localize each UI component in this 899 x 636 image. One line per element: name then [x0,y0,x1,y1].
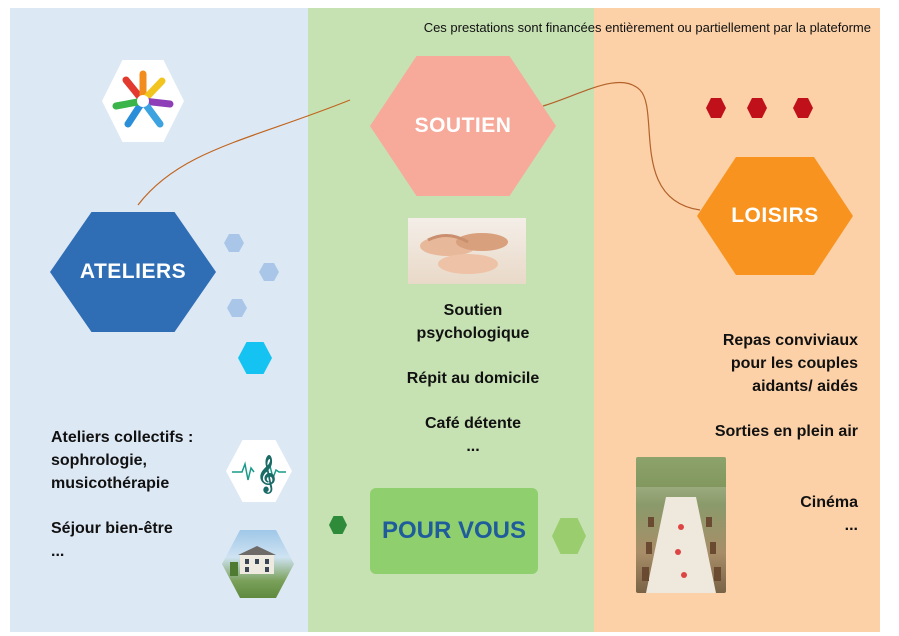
red-dot-2 [747,98,767,118]
ateliers-title: ATELIERS [79,260,187,283]
ateliers-line-3: musicothérapie [51,475,170,492]
ateliers-line-4: Séjour bien-être [51,520,173,537]
soutien-line-3: Répit au domicile [406,370,540,387]
ateliers-list: Ateliers collectifs : sophrologie, music… [51,426,231,563]
loisirs-line-1: Repas conviviaux [722,332,858,349]
loisirs-hexagon: LOISIRS [697,157,853,275]
holding-hands-photo-icon [408,218,526,284]
soutien-line-4: Café détente [424,415,522,432]
loisirs-list: Repas conviviaux pour les couples aidant… [658,329,858,443]
loisirs-line-5: Cinéma [800,494,858,511]
svg-text:𝄞: 𝄞 [257,454,276,494]
deco-hex-green-small [329,516,347,534]
deco-hex-1 [224,234,244,252]
ateliers-line-1: Ateliers collectifs : [51,429,194,446]
soutien-line-2: psychologique [416,325,530,342]
deco-hex-2 [259,263,279,281]
deco-hex-3 [227,299,247,317]
loisirs-line-4: Sorties en plein air [714,423,858,440]
soutien-title: SOUTIEN [414,114,512,137]
ateliers-line-2: sophrologie, [51,452,147,469]
red-dot-1 [706,98,726,118]
soutien-list: Soutien psychologique Répit au domicile … [373,299,573,458]
loisirs-line-3: aidants/ aidés [752,378,858,395]
loisirs-list-2: Cinéma ... [658,491,858,537]
pour-vous-box: POUR VOUS [370,488,538,574]
loisirs-line-6: ... [844,517,858,534]
red-dot-3 [793,98,813,118]
music-note-icon: 𝄞 [226,440,292,502]
loisirs-line-2: pour les couples [730,355,858,372]
funding-note: Ces prestations sont financées entièreme… [423,20,871,35]
pour-vous-title: POUR VOUS [381,517,527,544]
soutien-line-5: ... [466,438,480,455]
loisirs-title: LOISIRS [731,204,819,227]
ateliers-line-5: ... [51,543,65,560]
table-dinner-photo-icon [636,457,726,593]
deco-hex-green-large [552,518,586,554]
soutien-line-1: Soutien [443,302,503,319]
